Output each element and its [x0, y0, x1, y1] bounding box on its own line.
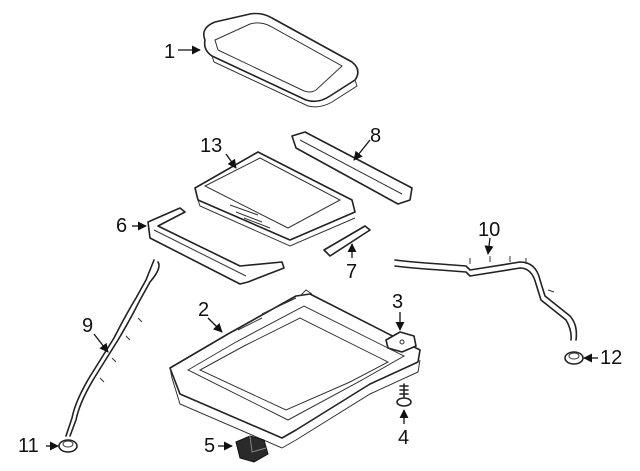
leader-13: [225, 153, 237, 169]
callout-6: 6: [116, 215, 127, 237]
part-3-bracket: [385, 331, 417, 353]
callout-labels: 1 2 3 4 5 6 7 8 9 10 11 12 13: [18, 41, 622, 457]
callout-11: 11: [18, 435, 39, 457]
callout-4: 4: [398, 427, 409, 449]
part-4-screw: [396, 383, 412, 407]
part-2-frame: [169, 289, 421, 449]
callout-2: 2: [198, 299, 209, 321]
part-9-drain-tube: [65, 259, 160, 437]
leader-2: [207, 317, 223, 333]
part-12-grommet: [564, 351, 584, 365]
leader-10: [484, 237, 494, 255]
part-1-glass-panel: [202, 12, 359, 108]
leader-9: [93, 333, 109, 353]
leader-8: [353, 139, 371, 161]
callout-12: 12: [600, 347, 622, 369]
callout-10: 10: [478, 219, 500, 241]
part-5-motor: [235, 435, 269, 463]
callout-3: 3: [392, 291, 403, 313]
part-7-strip: [323, 225, 371, 257]
part-11-grommet: [58, 439, 78, 453]
part-8-deflector: [291, 131, 413, 205]
callout-1: 1: [164, 41, 175, 63]
part-10-drain-tube: [394, 256, 578, 341]
callout-13: 13: [200, 135, 222, 157]
leader-lines: [46, 45, 598, 451]
callout-9: 9: [82, 315, 93, 337]
part-13-sunshade: [194, 151, 356, 247]
part-6-side-rail: [147, 207, 285, 285]
callout-7: 7: [346, 261, 357, 283]
callout-8: 8: [370, 125, 381, 147]
callout-5: 5: [204, 435, 215, 457]
